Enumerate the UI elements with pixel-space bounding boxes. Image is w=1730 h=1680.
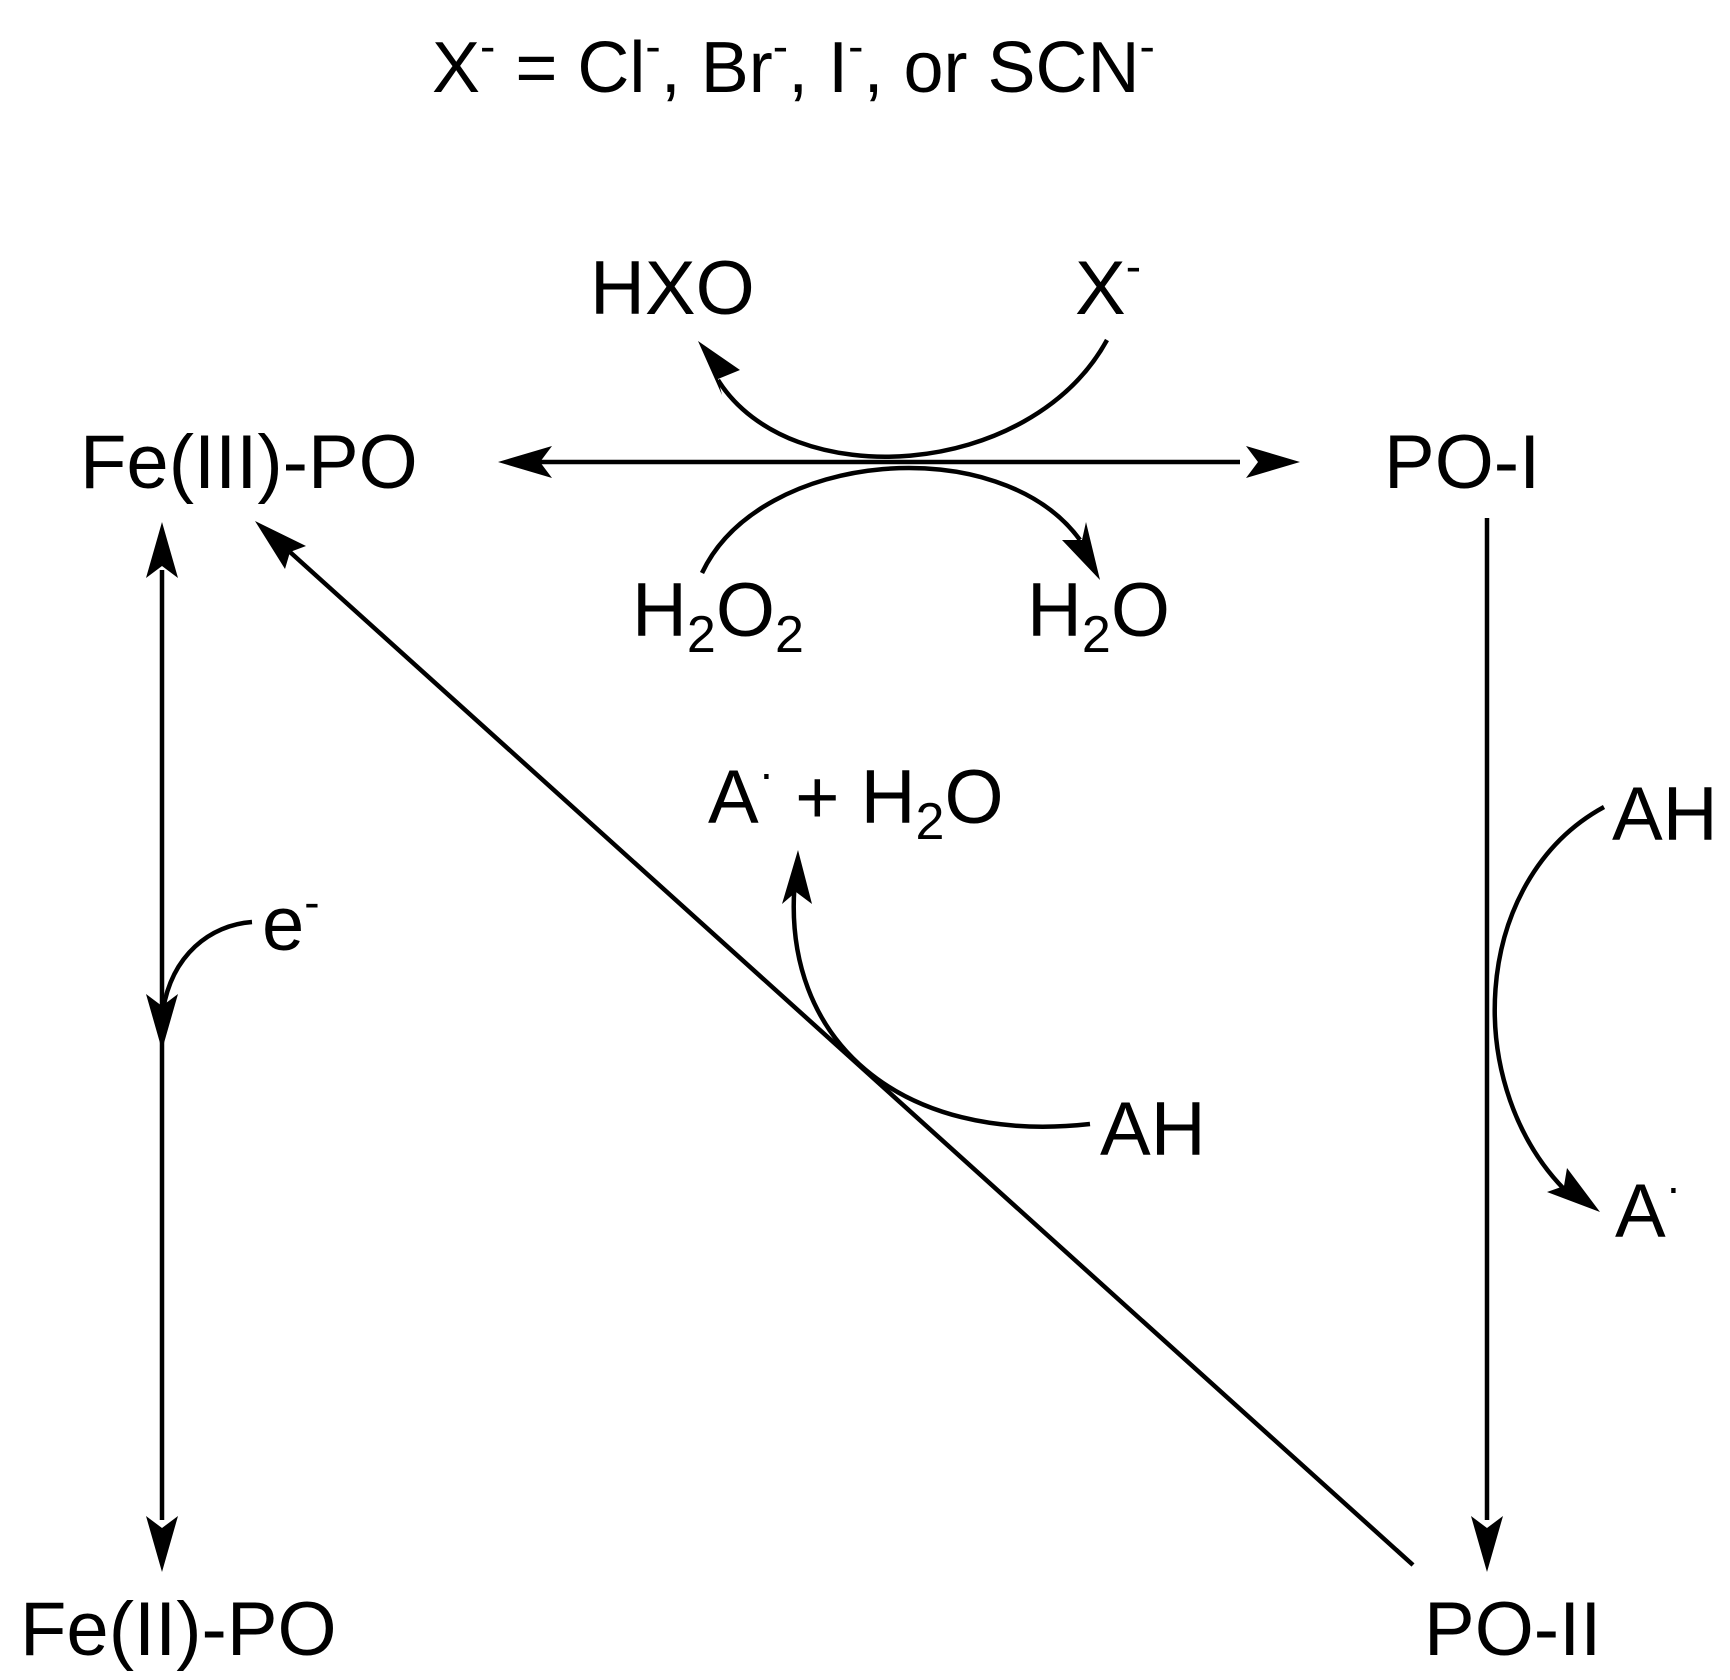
h2o-middle-o: O [944,755,1003,840]
reactant-x-minus: X- [1075,240,1141,331]
arrowhead-down-po-ii [1471,1516,1503,1572]
definition-br-charge: - [773,20,788,72]
h2o2-sub1: 2 [687,606,716,664]
curve-ah-to-a-radical-right [1492,805,1606,1197]
definition-x-charge: - [480,20,495,72]
a-radical-middle-dot: · [759,747,774,799]
a-radical-right-dot: · [1666,1161,1681,1213]
arrowhead-mid-left [146,994,178,1050]
x-minus-charge: - [1126,240,1141,292]
curve-x-to-hxo [716,338,1109,459]
definition-i: I [828,28,848,108]
arrowhead-hxo [698,341,740,395]
reactant-h2o2: H2O2 [632,568,804,664]
definition-x-symbol: X [432,28,480,108]
plus-h-middle: + H [774,755,916,840]
arrowhead-h2o-top [1062,522,1100,580]
product-h2o-top: H2O [1027,568,1170,664]
electron-label: e- [262,876,320,967]
arrowhead-diagonal-fe3 [255,521,306,569]
halide-definition: X- = Cl-, Br-, I-, or SCN- [432,20,1155,108]
h2o2-o: O [716,568,775,653]
definition-sep1: , [661,28,701,108]
species-po-i: PO-I [1384,420,1540,505]
definition-scn-charge: - [1140,20,1155,72]
arrowhead-up-fe3 [146,522,178,578]
a-radical-middle: A [708,755,759,840]
product-hxo: HXO [590,246,755,331]
x-minus-symbol: X [1075,246,1126,331]
h2o2-h: H [632,568,687,653]
curve-electron [160,919,253,1011]
definition-or: , or [863,28,987,108]
definition-cl: Cl [577,28,645,108]
definition-scn: SCN [987,28,1139,108]
h2o-top-h: H [1027,568,1082,653]
definition-i-charge: - [848,20,863,72]
arrowhead-a-radical-middle [782,850,812,904]
arrowhead-left-fe3 [498,446,552,478]
definition-br: Br [701,28,773,108]
definition-sep2: , [788,28,828,108]
arrowhead-right-po-i [1246,446,1300,478]
species-po-ii: PO-II [1424,1587,1601,1672]
product-a-radical-plus-h2o: A· + H2O [708,747,1004,851]
a-radical-right: A [1615,1169,1666,1254]
h2o-top-o: O [1111,568,1170,653]
arrowhead-down-fe2 [146,1516,178,1572]
h2o-top-sub: 2 [1082,606,1111,664]
species-fe2-po: Fe(II)-PO [20,1587,337,1672]
curve-ah-to-a-radical-middle [791,879,1091,1129]
arrowhead-a-radical-right [1547,1168,1600,1212]
electron-charge: - [304,876,319,928]
h2o2-sub2: 2 [775,606,804,664]
h2o-middle-sub: 2 [916,793,945,851]
reactant-ah-middle: AH [1100,1087,1206,1172]
definition-cl-charge: - [645,20,660,72]
species-fe3-po: Fe(III)-PO [80,420,418,505]
electron-symbol: e [262,882,304,967]
product-a-radical-right: A· [1615,1161,1681,1254]
reactant-ah-right: AH [1612,772,1718,857]
curve-h2o2-to-h2o [699,465,1082,574]
definition-equals: = [495,28,577,108]
